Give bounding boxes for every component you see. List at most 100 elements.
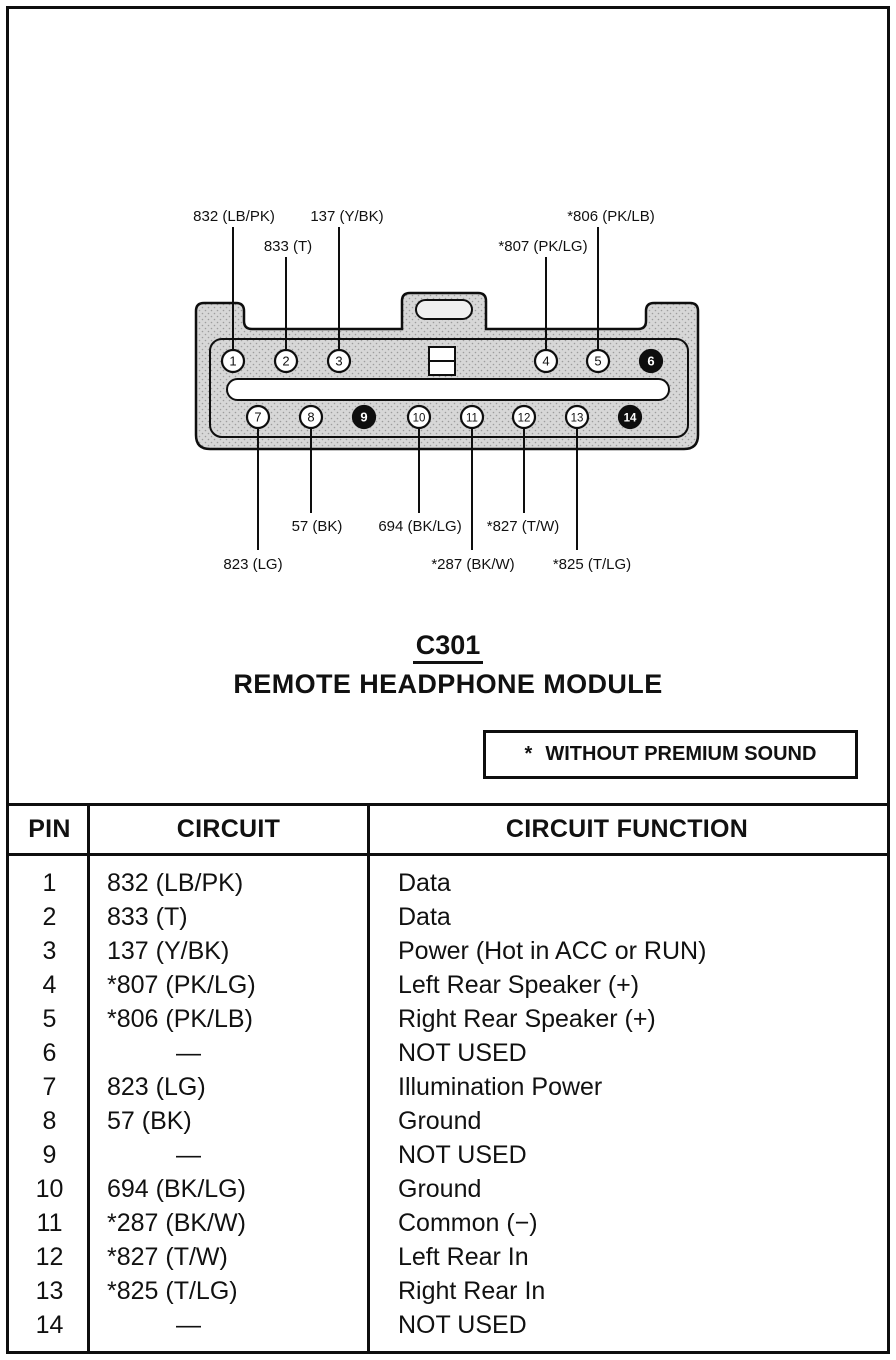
- table-row: 4 *807 (PK/LG) Left Rear Speaker (+): [9, 968, 887, 1002]
- cell-function: NOT USED: [398, 1311, 527, 1339]
- pin-number: 14: [624, 413, 637, 425]
- table-divider: [367, 806, 370, 1351]
- cell-circuit: 823 (LG): [107, 1073, 206, 1101]
- note-asterisk: *: [524, 743, 533, 765]
- cell-pin: 14: [35, 1311, 64, 1339]
- table-row: 12 *827 (T/W) Left Rear In: [9, 1240, 887, 1274]
- cell-circuit: —: [176, 1141, 201, 1169]
- table-row: 7 823 (LG) Illumination Power: [9, 1070, 887, 1104]
- cell-circuit: 137 (Y/BK): [107, 937, 230, 965]
- pin-10: 10: [406, 404, 432, 430]
- wire-label-57: 57 (BK): [292, 518, 343, 535]
- cell-pin: 3: [42, 937, 57, 965]
- table-row: 6 — NOT USED: [9, 1036, 887, 1070]
- table-header: PIN CIRCUIT CIRCUIT FUNCTION: [9, 806, 887, 856]
- diagram-sheet: 1 2 3 4 5 6 7 8 9 10 11 12 13 14 832 (LB…: [6, 6, 890, 1354]
- table-row: 11 *287 (BK/W) Common (−): [9, 1206, 887, 1240]
- cell-pin: 4: [42, 971, 57, 999]
- cell-function: Left Rear In: [398, 1243, 529, 1271]
- cell-function: Ground: [398, 1107, 482, 1135]
- pin-14: 14: [617, 404, 643, 430]
- cell-circuit: 832 (LB/PK): [107, 869, 244, 897]
- pin-number: 3: [335, 354, 342, 369]
- header-circuit-function: CIRCUIT FUNCTION: [505, 815, 749, 843]
- pin-number: 5: [594, 354, 601, 369]
- wire-leader-lines: [232, 227, 599, 550]
- cell-pin: 1: [42, 869, 57, 897]
- pin-3: 3: [326, 348, 352, 374]
- cell-circuit: 694 (BK/LG): [107, 1175, 246, 1203]
- table-row: 10 694 (BK/LG) Ground: [9, 1172, 887, 1206]
- cell-function: Common (−): [398, 1209, 538, 1237]
- pin-number: 1: [229, 354, 236, 369]
- table-row: 5 *806 (PK/LB) Right Rear Speaker (+): [9, 1002, 887, 1036]
- table-row: 2 833 (T) Data: [9, 900, 887, 934]
- cell-function: NOT USED: [398, 1039, 527, 1067]
- latch-oval: [415, 299, 473, 320]
- cell-function: Power (Hot in ACC or RUN): [398, 937, 707, 965]
- cell-circuit: *825 (T/LG): [107, 1277, 238, 1305]
- table-row: 9 — NOT USED: [9, 1138, 887, 1172]
- pin-13: 13: [564, 404, 590, 430]
- cell-pin: 2: [42, 903, 57, 931]
- cell-circuit: *287 (BK/W): [107, 1209, 246, 1237]
- connector-name: REMOTE HEADPHONE MODULE: [233, 669, 663, 699]
- wire-label-827: *827 (T/W): [487, 518, 560, 535]
- pin-number: 10: [413, 413, 426, 425]
- center-slot: [226, 378, 670, 401]
- cell-pin: 11: [36, 1209, 63, 1237]
- cell-function: Left Rear Speaker (+): [398, 971, 640, 999]
- wire-label-694: 694 (BK/LG): [378, 518, 461, 535]
- cell-pin: 7: [42, 1073, 57, 1101]
- table-row: 1 832 (LB/PK) Data: [9, 866, 887, 900]
- cell-pin: 8: [42, 1107, 57, 1135]
- pin-12: 12: [511, 404, 537, 430]
- title-block: C301 REMOTE HEADPHONE MODULE: [9, 629, 887, 701]
- pin-table: PIN CIRCUIT CIRCUIT FUNCTION 1 832 (LB/P…: [9, 803, 887, 1351]
- cell-pin: 12: [35, 1243, 64, 1271]
- cell-pin: 13: [35, 1277, 64, 1305]
- pin-7: 7: [245, 404, 271, 430]
- pin-11: 11: [459, 404, 485, 430]
- wire-label-832: 832 (LB/PK): [193, 208, 275, 225]
- header-circuit: CIRCUIT: [176, 815, 281, 843]
- pin-number: 12: [518, 413, 531, 425]
- cell-circuit: —: [176, 1039, 201, 1067]
- pin-8: 8: [298, 404, 324, 430]
- pin-9: 9: [351, 404, 377, 430]
- table-divider: [87, 806, 90, 1351]
- pin-1: 1: [220, 348, 246, 374]
- pin-number: 8: [307, 410, 314, 425]
- header-pin: PIN: [28, 815, 71, 843]
- pin-number: 6: [647, 354, 654, 369]
- pin-number: 9: [360, 410, 367, 425]
- cell-function: NOT USED: [398, 1141, 527, 1169]
- cell-function: Data: [398, 903, 451, 931]
- cell-circuit: —: [176, 1311, 201, 1339]
- table-row: 13 *825 (T/LG) Right Rear In: [9, 1274, 887, 1308]
- table-row: 3 137 (Y/BK) Power (Hot in ACC or RUN): [9, 934, 887, 968]
- table-row: 14 — NOT USED: [9, 1308, 887, 1342]
- wire-label-137: 137 (Y/BK): [310, 208, 383, 225]
- wire-label-825: *825 (T/LG): [553, 556, 631, 573]
- pin-number: 13: [571, 413, 584, 425]
- note-text: WITHOUT PREMIUM SOUND: [545, 743, 817, 765]
- cell-circuit: 57 (BK): [107, 1107, 192, 1135]
- wire-label-807: *807 (PK/LG): [498, 238, 587, 255]
- cell-pin: 9: [42, 1141, 57, 1169]
- wire-label-833: 833 (T): [264, 238, 312, 255]
- pin-number: 7: [254, 410, 261, 425]
- pin-number: 2: [282, 354, 289, 369]
- note-box: * WITHOUT PREMIUM SOUND: [483, 730, 858, 779]
- cell-function: Ground: [398, 1175, 482, 1203]
- cell-circuit: 833 (T): [107, 903, 188, 931]
- pin-5: 5: [585, 348, 611, 374]
- cell-circuit: *807 (PK/LG): [107, 971, 256, 999]
- pin-6: 6: [638, 348, 664, 374]
- table-body: 1 832 (LB/PK) Data 2 833 (T) Data 3 137 …: [9, 856, 887, 1342]
- cell-pin: 6: [42, 1039, 57, 1067]
- wire-label-806: *806 (PK/LB): [567, 208, 655, 225]
- cell-function: Right Rear Speaker (+): [398, 1005, 656, 1033]
- table-row: 8 57 (BK) Ground: [9, 1104, 887, 1138]
- cell-pin: 5: [42, 1005, 57, 1033]
